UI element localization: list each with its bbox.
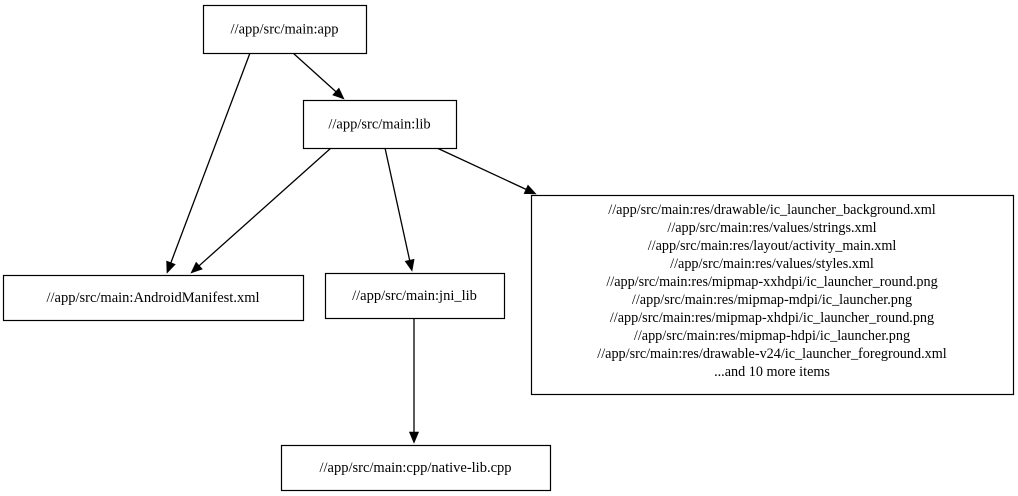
edge-arrowhead [166,260,176,274]
node-box[interactable] [302,99,458,150]
edge-line [384,147,411,261]
node-label-line: //app/src/main:res/mipmap-xxhdpi/ic_laun… [606,274,937,290]
edge-line [292,52,337,93]
node-label-line: //app/src/main:res/values/strings.xml [667,220,876,236]
node-label: //app/src/main:app [231,21,339,37]
node-label: //app/src/main:AndroidManifest.xml [46,290,259,306]
graph-edge-lib-to-manifest [190,147,332,274]
node-label-line: //app/src/main:res/mipmap-mdpi/ic_launch… [632,292,912,308]
graph-edge-app-to-manifest [166,52,251,274]
graph-edge-app-to-lib [292,52,345,100]
node-box[interactable] [280,444,552,492]
graph-edge-lib-to-res_bundle [436,147,537,195]
node-label: //app/src/main:lib [328,116,430,132]
node-label-line: //app/src/main:res/layout/activity_main.… [648,238,897,254]
node-box[interactable] [530,194,1015,396]
node-label: //app/src/main:jni_lib [352,288,477,304]
edge-arrowhead [332,87,345,100]
graph-node-lib[interactable]: //app/src/main:lib [302,99,458,150]
node-label-line: //app/src/main:res/mipmap-xhdpi/ic_launc… [610,310,934,326]
node-label-line: //app/src/main:res/mipmap-hdpi/ic_launch… [634,328,910,344]
node-box[interactable] [2,274,305,322]
edge-line [198,147,332,267]
node-label-line: //app/src/main:res/drawable/ic_launcher_… [608,202,935,218]
edge-line [436,147,527,190]
edge-arrowhead [404,258,415,272]
nodes-layer: //app/src/main:app //app/src/main:lib //ap… [2,4,1015,492]
node-label-line: ...and 10 more items [714,364,830,380]
graph-node-native_lib[interactable]: //app/src/main:cpp/native-lib.cpp [280,444,552,492]
graph-node-jni_lib[interactable]: //app/src/main:jni_lib [324,272,506,320]
edges-layer [166,52,537,444]
edge-line [170,52,251,263]
node-label-line: //app/src/main:res/drawable-v24/ic_launc… [597,346,947,362]
node-label: //app/src/main:cpp/native-lib.cpp [319,460,511,476]
node-box[interactable] [324,272,506,320]
edge-arrowhead [190,261,203,274]
graph-node-manifest[interactable]: //app/src/main:AndroidManifest.xml [2,274,305,322]
graph-edge-jni_lib-to-native_lib [408,318,420,444]
edge-arrowhead [523,184,537,195]
node-box[interactable] [202,4,368,55]
node-label-line: //app/src/main:res/values/styles.xml [670,256,874,272]
graph-node-res_bundle[interactable]: //app/src/main:res/drawable/ic_launcher_… [530,194,1015,396]
edge-arrowhead [408,431,420,444]
graph-node-app[interactable]: //app/src/main:app [202,4,368,55]
graph-edge-lib-to-jni_lib [384,147,415,272]
